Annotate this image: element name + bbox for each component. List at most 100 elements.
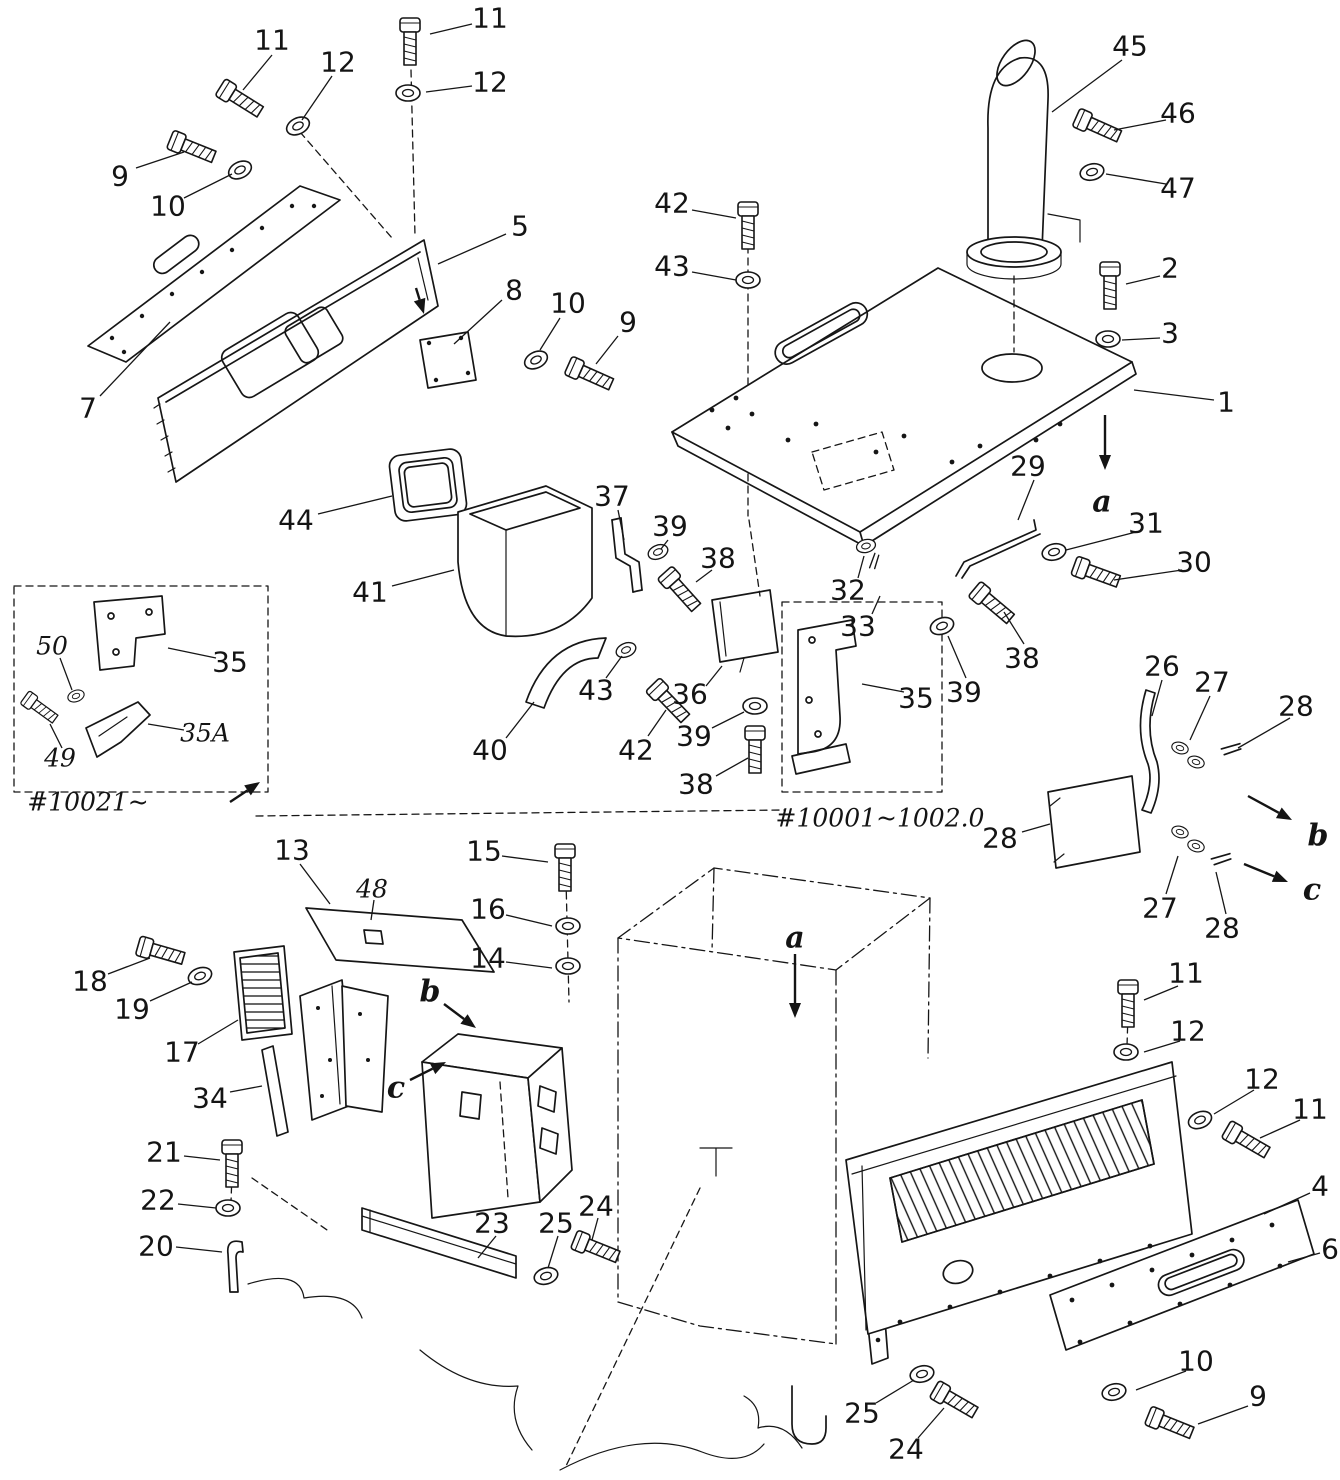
leader-line	[299, 863, 331, 905]
view-arrow-stem	[229, 789, 249, 803]
leader-line	[242, 54, 273, 91]
leader-line	[917, 1407, 945, 1439]
callout-12-67: 12	[1244, 1063, 1280, 1096]
leader-line	[595, 335, 619, 365]
callout-19-56: 19	[114, 993, 150, 1026]
leader-line	[1197, 1405, 1249, 1425]
leader-line	[183, 173, 233, 199]
callout-11-4: 11	[472, 2, 508, 35]
leader-line	[857, 555, 865, 579]
view-arrow-stem	[443, 1003, 465, 1020]
view-arrow-head	[429, 1062, 446, 1075]
callout-42-18: 42	[618, 734, 654, 767]
view-arrow-head	[460, 1014, 476, 1028]
leader-line	[453, 299, 503, 345]
part-5-side-panel	[153, 239, 439, 483]
leader-line	[1135, 1370, 1187, 1391]
washer-icon	[531, 1264, 561, 1288]
callout-11-65: 11	[1168, 957, 1204, 990]
washer-icon	[1077, 160, 1107, 184]
part-28-plate	[1047, 775, 1141, 869]
leader-line	[1113, 119, 1167, 131]
washer-icon	[395, 84, 421, 102]
leader-line	[1237, 717, 1291, 749]
bolt-icon	[1220, 1119, 1273, 1163]
leader-line	[605, 655, 623, 679]
callout-38-21: 38	[678, 768, 714, 801]
leader-line	[1259, 1119, 1301, 1139]
leader-line	[149, 981, 193, 1002]
bolt-icon	[1069, 555, 1123, 592]
leader-line	[301, 75, 333, 121]
leader-line	[370, 899, 375, 921]
callout-12-66: 12	[1170, 1015, 1206, 1048]
leader-line	[99, 321, 171, 397]
callout-30-32: 30	[1176, 546, 1212, 579]
leader-line	[1215, 871, 1227, 915]
washer-icon	[1185, 837, 1207, 855]
leader-line	[1165, 855, 1179, 895]
callout-9-2: 9	[111, 160, 129, 193]
washer-icon	[1169, 739, 1191, 757]
washer-icon	[65, 687, 87, 705]
leader-line	[505, 701, 535, 739]
callout-10-3: 10	[150, 190, 186, 223]
part-34-strip	[261, 1045, 289, 1137]
part-6-cover-plate	[1049, 1199, 1315, 1351]
callout-20-61: 20	[138, 1230, 174, 1263]
bolt-icon	[134, 934, 187, 969]
callout-34-58: 34	[192, 1082, 228, 1115]
leader-line	[1021, 823, 1051, 833]
leader-line	[177, 1203, 217, 1209]
washer-icon	[1113, 1043, 1139, 1061]
callout-50-45: 50	[36, 632, 68, 661]
callout-11-68: 11	[1292, 1093, 1328, 1126]
callout-10-71: 10	[1178, 1345, 1214, 1378]
view-arrow-stem	[1243, 862, 1275, 878]
callout-25-73: 25	[844, 1397, 880, 1430]
leader-line	[317, 495, 393, 515]
callout-13-50: 13	[274, 834, 310, 867]
leader-line	[695, 569, 713, 583]
callout-31-31: 31	[1128, 507, 1164, 540]
washer-icon	[645, 541, 671, 563]
part-37-bracket	[611, 517, 643, 593]
callout-10-8: 10	[550, 287, 586, 320]
callout-41-12: 41	[352, 576, 388, 609]
leader-line	[1105, 173, 1167, 185]
leader-line	[691, 271, 737, 281]
leader-line	[691, 209, 737, 219]
inset-early-serial	[13, 585, 269, 793]
washer-icon	[282, 112, 314, 140]
callout-38-35: 38	[1004, 642, 1040, 675]
section-divider-lines	[247, 809, 803, 1471]
washer-icon	[1185, 753, 1207, 771]
bolt-icon	[656, 564, 705, 615]
part-4-louver-door	[845, 1061, 1193, 1335]
callout-23-62: 23	[474, 1207, 510, 1240]
leader-line	[1151, 679, 1163, 717]
view-arrow-stem	[409, 1067, 434, 1082]
view-arrow-head	[1099, 455, 1111, 470]
leader-line	[167, 647, 217, 659]
leader-line	[871, 595, 881, 615]
leader-line	[711, 711, 745, 729]
washer-icon	[742, 697, 768, 715]
leader-line	[1133, 389, 1215, 401]
washer-icon	[613, 639, 639, 661]
callout-1-29: 1	[1217, 386, 1235, 419]
callout-40-16: 40	[472, 734, 508, 767]
callout-28-40: 28	[1278, 690, 1314, 723]
leader-line	[591, 1217, 599, 1241]
washer-icon	[1039, 540, 1069, 564]
leader-line	[229, 1085, 263, 1093]
leader-line	[1143, 985, 1179, 1001]
callout-b-79: b	[420, 975, 441, 1010]
callout-46-25: 46	[1160, 97, 1196, 130]
leader-line	[705, 665, 723, 687]
washer-icon	[1185, 1107, 1215, 1133]
bolt-icon	[1117, 979, 1139, 1028]
part-40-gusset	[525, 637, 607, 709]
washer-icon	[555, 917, 581, 935]
